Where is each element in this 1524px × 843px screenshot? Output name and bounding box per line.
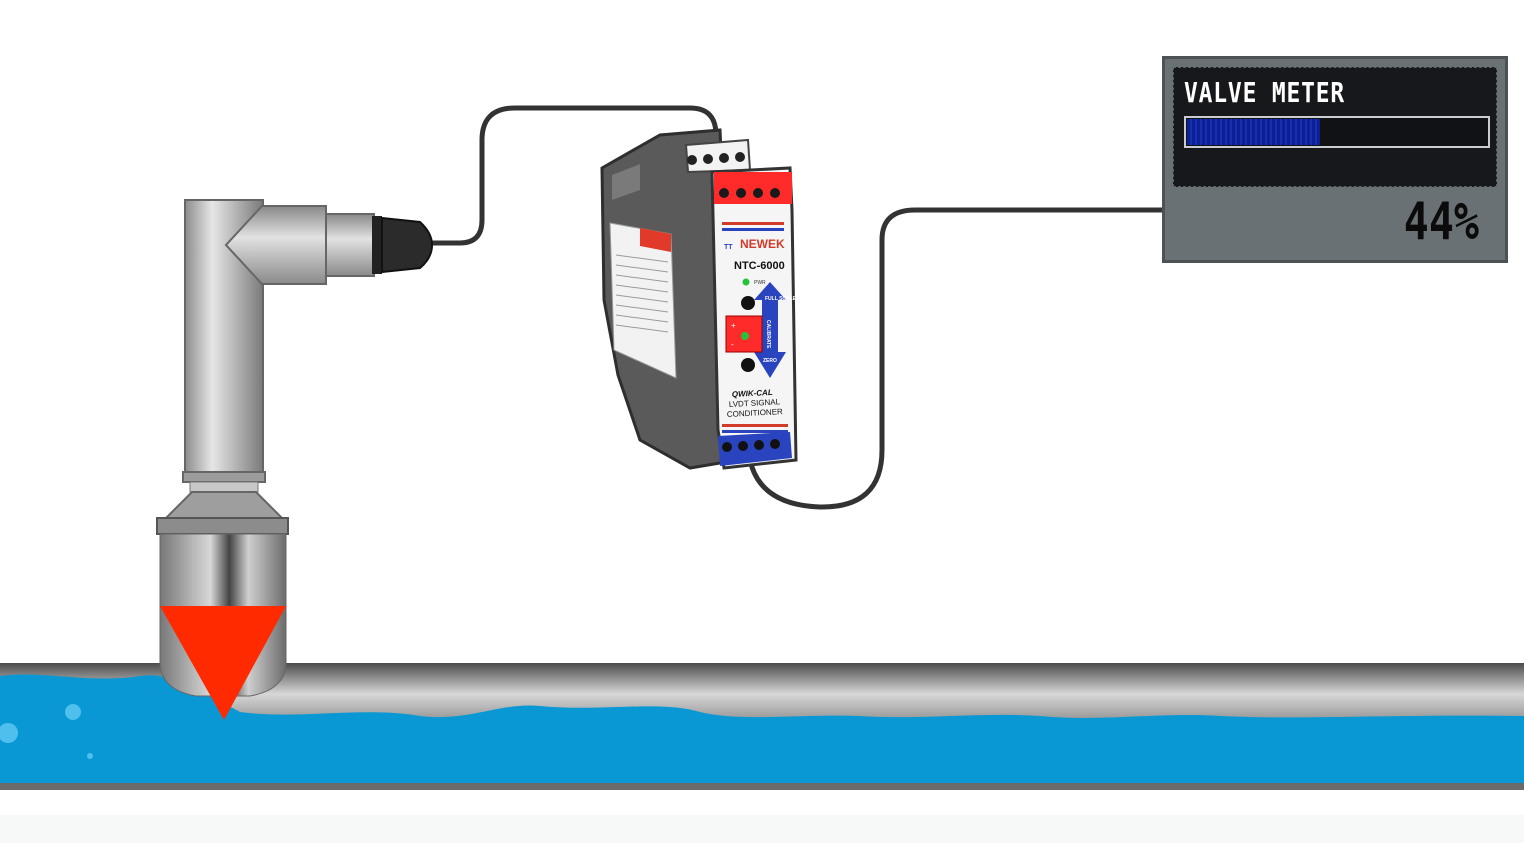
product-name-2: LVDT SIGNAL bbox=[729, 397, 781, 409]
stem-neck bbox=[189, 481, 259, 493]
meter-value: 44% bbox=[1403, 192, 1479, 252]
sensor-connector bbox=[381, 216, 434, 274]
side-label-band bbox=[640, 228, 671, 252]
meter-bar-track bbox=[1184, 116, 1490, 148]
meter-bar-fill bbox=[1187, 119, 1320, 145]
float-cap bbox=[163, 491, 285, 519]
zero-button[interactable] bbox=[741, 358, 755, 372]
bubble bbox=[0, 723, 18, 743]
stripe-blue bbox=[722, 228, 784, 231]
signal-conditioner: TT NEWEK NTC-6000 PWR FULL SCALE CALIBRA… bbox=[600, 128, 798, 470]
power-label: PWR bbox=[754, 280, 766, 286]
model-text: NTC-6000 bbox=[734, 260, 785, 272]
valve-meter: VALVE METER 44% bbox=[1162, 56, 1508, 263]
brand-text: NEWEK bbox=[740, 237, 785, 251]
product-name-1: QWIK-CAL bbox=[732, 388, 773, 399]
bubble bbox=[65, 704, 81, 720]
calibrate-label: CALIBRATE bbox=[765, 320, 771, 349]
top-terminal-screws bbox=[687, 152, 745, 165]
front-red-terminal bbox=[714, 172, 792, 204]
sensor-elbow bbox=[224, 205, 327, 285]
tank bbox=[0, 663, 1524, 790]
bottom-strip bbox=[0, 815, 1524, 843]
side-label-lines bbox=[615, 254, 669, 333]
meter-title: VALVE METER bbox=[1184, 76, 1346, 109]
stem-collar bbox=[182, 471, 266, 483]
minus-sign: - bbox=[731, 340, 734, 349]
bottom-terminal-screws bbox=[722, 439, 780, 452]
sensor-cable bbox=[430, 105, 719, 246]
full-scale-button[interactable] bbox=[741, 296, 755, 310]
front-red-screws bbox=[719, 188, 780, 198]
lvdt-sensor bbox=[156, 199, 434, 720]
calibrate-arrows-icon bbox=[754, 282, 786, 378]
zero-label: ZERO bbox=[763, 358, 777, 364]
stripe-blue-lower bbox=[722, 430, 788, 433]
power-led bbox=[742, 278, 750, 286]
stripe-red bbox=[722, 222, 784, 225]
connector-ring bbox=[372, 216, 382, 274]
plus-sign: + bbox=[731, 321, 736, 330]
tank-floor bbox=[0, 783, 1524, 790]
full-scale-label: FULL SCALE bbox=[765, 296, 797, 302]
bubble bbox=[87, 753, 93, 759]
indicator-triangle-icon bbox=[160, 606, 286, 720]
meter-cable bbox=[747, 207, 1162, 510]
stripe-red-lower bbox=[722, 424, 788, 427]
status-led bbox=[741, 332, 749, 340]
sensor-housing bbox=[325, 213, 375, 277]
water bbox=[0, 674, 1524, 783]
brand-logo-icon: TT bbox=[724, 244, 733, 251]
float-rim bbox=[156, 517, 289, 535]
module-clip bbox=[612, 164, 640, 200]
meter-screen: VALVE METER bbox=[1173, 67, 1497, 187]
product-name-3: CONDITIONER bbox=[727, 407, 784, 419]
